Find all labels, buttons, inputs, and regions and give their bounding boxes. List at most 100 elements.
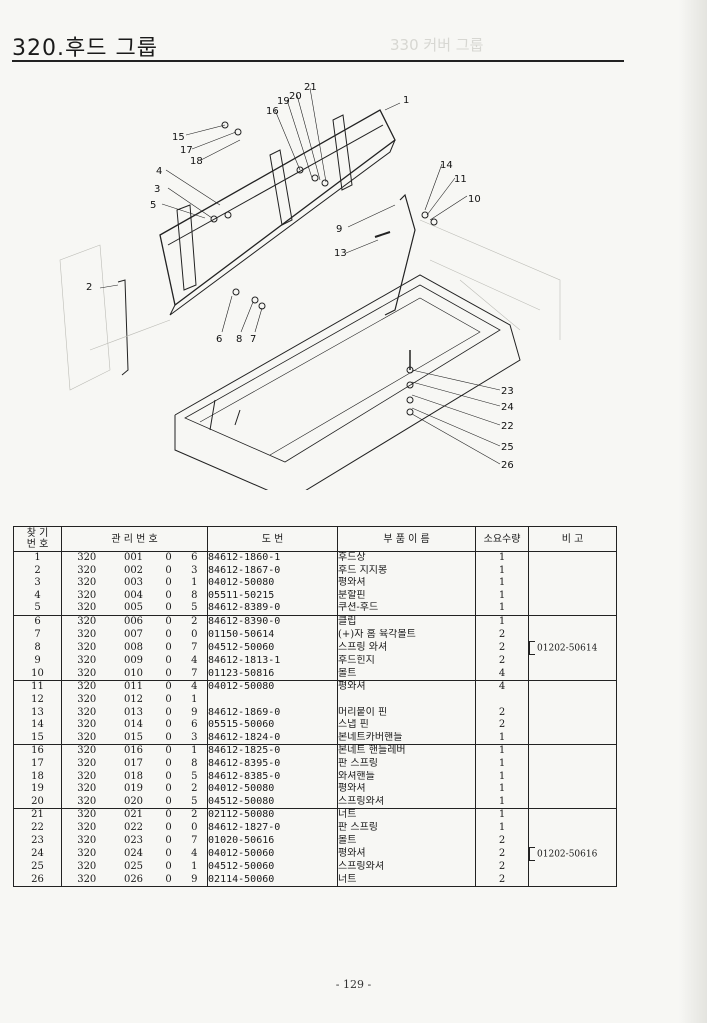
cell-qty: 1 [475, 758, 530, 771]
cell-mgmt-2: 001 [123, 552, 144, 563]
cell-mgmt-1: 320 [61, 783, 112, 796]
cell-mgmt-2: 023 [123, 834, 144, 846]
cell-mgmt-2: 012 [123, 694, 144, 706]
cell-mgmt-1: 320 [61, 795, 112, 810]
cell-remarks [528, 795, 618, 810]
cell-qty: 1 [475, 564, 530, 578]
cell-part-name: 평와셔 [337, 680, 477, 695]
cell-remarks [528, 783, 618, 796]
cell-mgmt-1: 320 [61, 719, 112, 732]
cell-mgmt-1: 320 [61, 564, 112, 578]
cell-drawing-no: 04012-50060 [207, 847, 339, 862]
cell-part-name: 후드 지지봉 [337, 564, 477, 578]
cell-mgmt-1: 320 [61, 873, 112, 888]
cell-qty: 2 [475, 834, 530, 848]
cell-qty: 1 [475, 744, 530, 758]
cell-mgmt-2: 014 [123, 719, 144, 731]
callout-26: 26 [501, 460, 514, 471]
cell-mgmt-3: 0 [165, 641, 172, 653]
bracket-mark [529, 847, 536, 862]
cell-part-name: 스프링와셔 [337, 861, 477, 874]
cell-mgmt-4: 7 [181, 641, 209, 656]
cell-drawing-no: 84612-1827-0 [207, 821, 339, 835]
callout-14: 14 [440, 160, 453, 171]
cell-no: 20 [13, 795, 62, 810]
cell-no: 21 [13, 808, 62, 822]
cell-drawing-no: 04512-50060 [207, 861, 339, 874]
cell-remarks [528, 667, 618, 682]
cell-no: 5 [13, 602, 62, 616]
cell-mgmt-3: 0 [165, 770, 172, 782]
callout-25: 25 [501, 442, 514, 453]
cell-mgmt-3: 0 [165, 655, 172, 667]
cell-remarks [528, 551, 618, 565]
callout-1: 1 [403, 95, 409, 106]
cell-qty: 2 [475, 628, 530, 642]
cell-drawing-no: 84612-8395-0 [207, 758, 339, 771]
callout-18: 18 [190, 156, 203, 167]
cell-mgmt-2: 024 [123, 847, 144, 859]
cell-mgmt-3: 0 [165, 694, 172, 706]
cell-remarks [528, 861, 618, 874]
cell-mgmt-1: 320 [61, 615, 112, 629]
cell-qty: 1 [475, 795, 530, 810]
cell-remarks [528, 615, 618, 629]
cell-no: 18 [13, 770, 62, 784]
hood-assembly-drawing: 1 2 3 4 5 6 8 7 9 10 11 13 14 15 17 18 1… [59, 82, 561, 501]
header-remarks: 비 고 [528, 526, 618, 552]
cell-no: 23 [13, 834, 62, 848]
cell-mgmt-3: 0 [155, 731, 182, 746]
cell-mgmt-3: 0 [165, 745, 172, 757]
cell-qty: 2 [475, 873, 530, 888]
cell-no: 15 [13, 731, 62, 746]
cell-mgmt-4: 8 [181, 758, 209, 771]
cell-mgmt-1: 320 [61, 821, 112, 835]
cell-mgmt-4: 0 [181, 821, 209, 835]
cell-mgmt-2: 013 [123, 706, 144, 718]
cell-mgmt-4: 2 [181, 808, 209, 822]
cell-mgmt-1: 320 [61, 758, 112, 771]
cell-mgmt-2: 002 [123, 564, 144, 576]
cell-no: 13 [13, 706, 62, 720]
cell-mgmt-4: 1 [181, 861, 209, 874]
cell-mgmt-4: 6 [181, 551, 209, 565]
callout-19: 19 [277, 96, 290, 107]
cell-drawing-no: 84612-1825-0 [207, 744, 339, 758]
cell-mgmt-4: 6 [181, 719, 209, 732]
cell-remarks: 01202-50616 [528, 847, 618, 862]
cell-remarks [528, 564, 618, 578]
cell-mgmt-2: 006 [123, 615, 144, 627]
cell-part-name: 본네트카버핸들 [337, 731, 477, 746]
cell-remarks [528, 873, 618, 888]
cell-drawing-no: 04512-50080 [207, 795, 339, 810]
cell-remarks [528, 744, 618, 758]
cell-mgmt-2: 005 [111, 602, 156, 616]
cell-remarks [528, 834, 618, 848]
callout-11: 11 [454, 174, 467, 185]
cell-drawing-no: 84612-1867-0 [207, 564, 339, 578]
cell-mgmt-2: 011 [123, 681, 144, 693]
callout-6: 6 [216, 334, 222, 345]
cell-mgmt-3: 0 [155, 667, 182, 682]
cell-part-name: 후드힌지 [337, 655, 477, 668]
cell-drawing-no: 05515-50060 [207, 719, 339, 732]
cell-part-name: 볼트 [337, 834, 477, 848]
cell-mgmt-3: 0 [165, 552, 172, 563]
cell-qty: 2 [475, 847, 530, 862]
cell-drawing-no: 04012-50080 [207, 680, 339, 695]
cell-mgmt-3: 0 [165, 847, 172, 859]
cell-mgmt-3: 0 [165, 758, 172, 769]
cell-remarks [528, 589, 618, 603]
cell-mgmt-2: 007 [123, 628, 144, 640]
callout-3: 3 [154, 184, 160, 195]
